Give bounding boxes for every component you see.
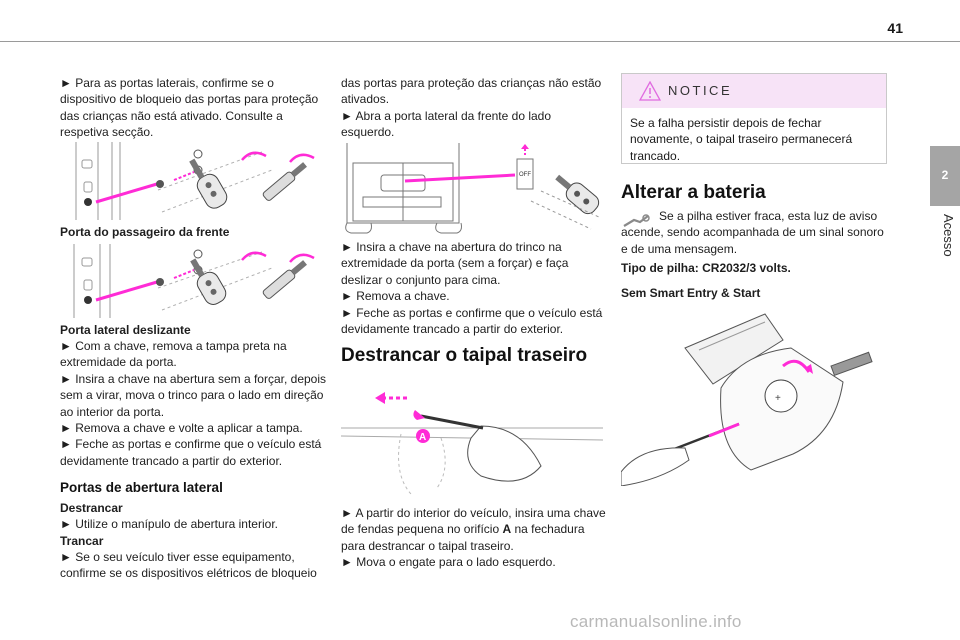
notice-title: NOTICE <box>668 83 733 98</box>
heading-tailgate: Destrancar o taipal traseiro <box>341 345 588 366</box>
chapter-title: Acesso <box>941 214 956 257</box>
step-lock: ► Se o seu veículo tiver esse equipament… <box>60 550 317 581</box>
heading-side-doors: Portas de abertura lateral <box>60 480 223 495</box>
notice-box: NOTICE Se a falha persistir depois de fe… <box>621 73 887 164</box>
footer-watermark[interactable]: carmanualsonline.info <box>570 612 742 631</box>
key-battery-illustration: + <box>621 310 887 486</box>
front-door-illustration <box>62 142 324 220</box>
van-rear-key-illustration: OFF <box>341 143 603 235</box>
tailgate-steps-part1: ► A partir do interior do veículo, insir… <box>341 506 606 537</box>
tailgate-steps-part2: na fechadura para destrancar o taipal tr… <box>341 522 585 570</box>
sub-heading-no-smart-entry: Sem Smart Entry & Start <box>621 286 761 300</box>
tailgate-steps-bold: A <box>502 522 512 537</box>
header-rule <box>0 41 960 42</box>
col2-continued-text: das portas para proteção das crianças nã… <box>341 76 602 140</box>
page-number: 41 <box>887 20 903 36</box>
tailgate-steps: ► A partir do interior do veículo, insir… <box>341 505 606 571</box>
notice-body: Se a falha persistir depois de fechar no… <box>630 116 853 163</box>
battery-warning-light-icon <box>622 213 652 231</box>
battery-type: Tipo de pilha: CR2032/3 volts. <box>621 261 791 275</box>
label-unlock: Destrancar <box>60 501 123 515</box>
key-insert-steps: ► Insira a chave na abertura do trinco n… <box>341 240 603 337</box>
tailgate-screwdriver-illustration: A <box>341 386 603 496</box>
caption-sliding-door: Porta lateral deslizante <box>60 323 191 337</box>
label-lock: Trancar <box>60 534 104 548</box>
off-label: OFF <box>519 172 531 178</box>
step-unlock: ► Utilize o manípulo de abertura interio… <box>60 517 278 531</box>
marker-a: A <box>419 432 426 443</box>
svg-text:+: + <box>775 393 781 404</box>
sliding-door-steps: ► Com a chave, remova a tampa preta na e… <box>60 339 327 468</box>
caption-front-door: Porta do passageiro da frente <box>60 225 230 239</box>
notice-header: NOTICE <box>622 74 886 108</box>
chapter-tab[interactable]: 2 <box>930 146 960 206</box>
intro-text: ► Para as portas laterais, confirme se o… <box>60 76 319 140</box>
warning-icon <box>639 81 661 101</box>
sliding-door-illustration <box>62 244 324 318</box>
heading-battery: Alterar a bateria <box>621 182 766 203</box>
battery-text: Se a pilha estiver fraca, esta luz de av… <box>621 209 884 256</box>
